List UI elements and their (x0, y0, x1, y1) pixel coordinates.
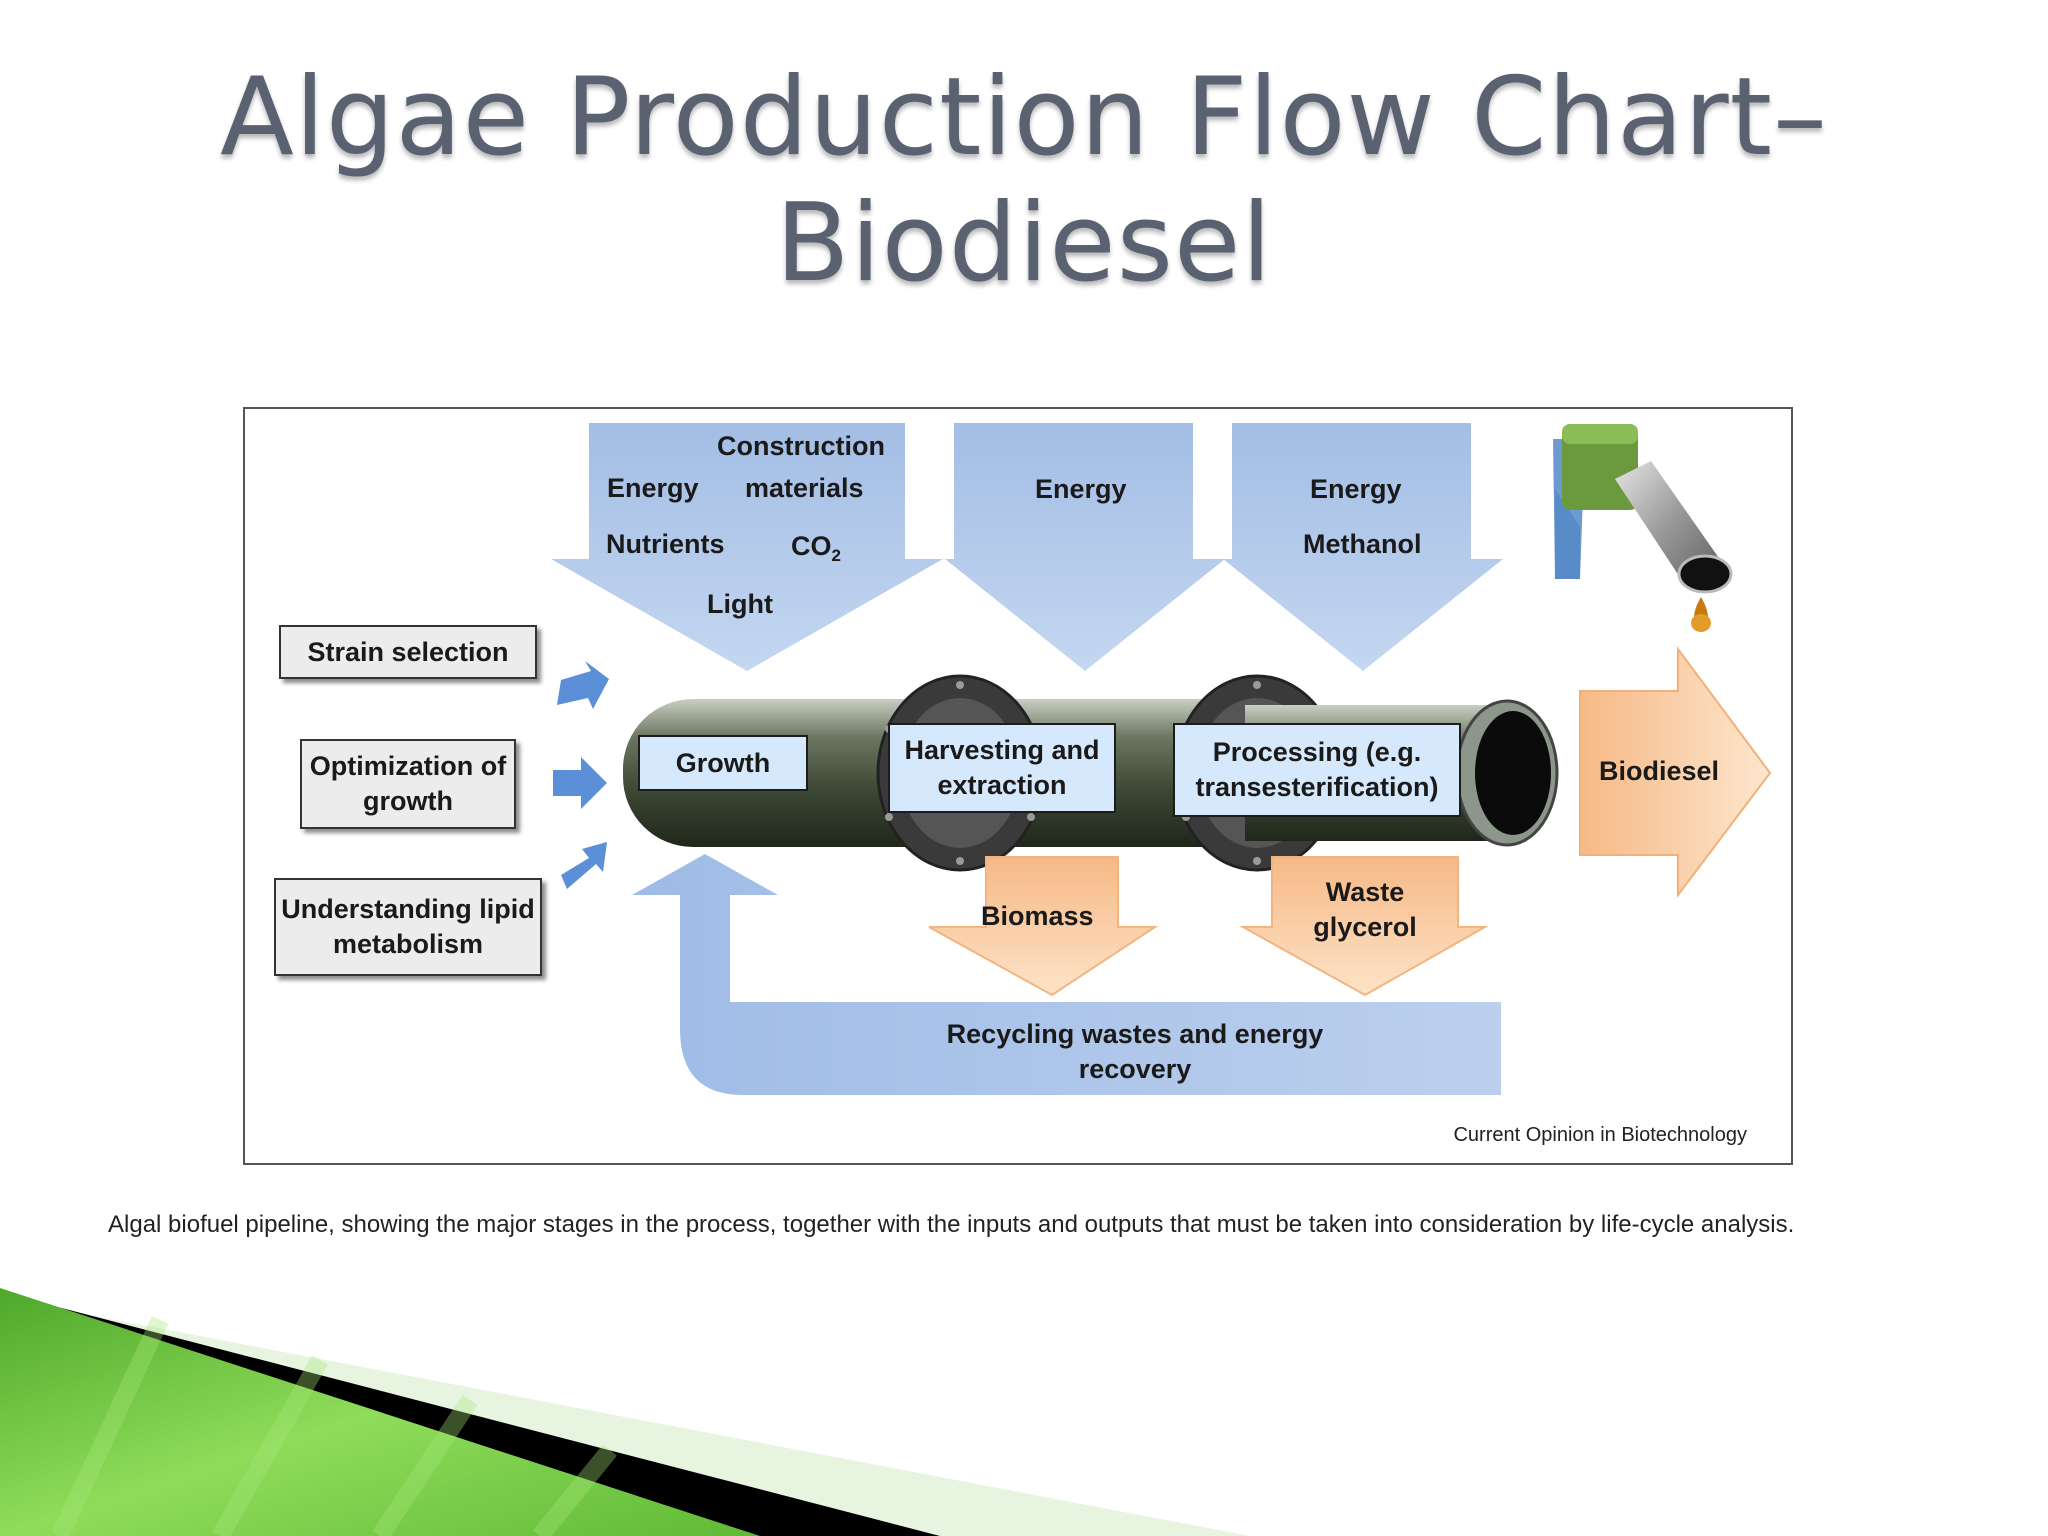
input-co2-subscript: 2 (831, 546, 841, 565)
input-arrow-processing (1223, 423, 1503, 671)
output-arrow-biodiesel (1579, 645, 1772, 898)
input-energy-processing: Energy (1310, 474, 1402, 504)
stage-growth: Growth (638, 735, 808, 791)
box-optimization-of-growth: Optimization of growth (300, 739, 516, 829)
byproduct-biomass: Biomass (981, 901, 1094, 931)
fuel-nozzle-icon (1553, 424, 1733, 632)
slide-title-line-1: Algae Production Flow Chart– (220, 55, 1828, 180)
recycling-label: Recycling wastes and energy recovery (946, 1019, 1324, 1084)
byproduct-waste-glycerol: Waste glycerol (1313, 877, 1417, 942)
input-co2-base: CO (791, 531, 832, 561)
corner-decoration (0, 1288, 1250, 1536)
stage-harvesting: Harvesting and extraction (888, 723, 1116, 813)
input-construction: Construction (717, 431, 885, 461)
input-co2: CO2 (791, 529, 841, 573)
box-understanding-lipid-metabolism: Understanding lipid metabolism (274, 878, 542, 976)
slide-title-line-2: Biodiesel (775, 181, 1273, 306)
figure-caption: Algal biofuel pipeline, showing the majo… (108, 1211, 1795, 1238)
input-materials: materials (745, 473, 864, 503)
input-light: Light (707, 589, 773, 619)
input-arrow-harvesting (945, 423, 1225, 671)
flow-diagram: Construction Energy materials Nutrients … (243, 407, 1793, 1165)
input-energy-harvesting: Energy (1035, 474, 1127, 504)
recycle-arrow (632, 854, 1501, 1095)
stage-processing: Processing (e.g. transesterification) (1173, 723, 1461, 817)
box-strain-selection: Strain selection (279, 625, 537, 679)
input-energy-growth: Energy (607, 473, 699, 503)
input-nutrients: Nutrients (606, 529, 725, 559)
small-arrow-1 (557, 661, 609, 709)
input-methanol: Methanol (1303, 529, 1422, 559)
byproduct-arrow-waste (1239, 856, 1489, 997)
slide-title: Algae Production Flow Chart– Biodiesel (0, 55, 2048, 307)
input-arrow-growth (551, 423, 943, 671)
small-arrow-2 (553, 757, 607, 809)
figure-credit: Current Opinion in Biotechnology (1453, 1124, 1747, 1146)
byproduct-arrow-biomass (928, 856, 1159, 997)
small-arrow-3 (561, 842, 607, 889)
output-biodiesel: Biodiesel (1599, 756, 1720, 786)
